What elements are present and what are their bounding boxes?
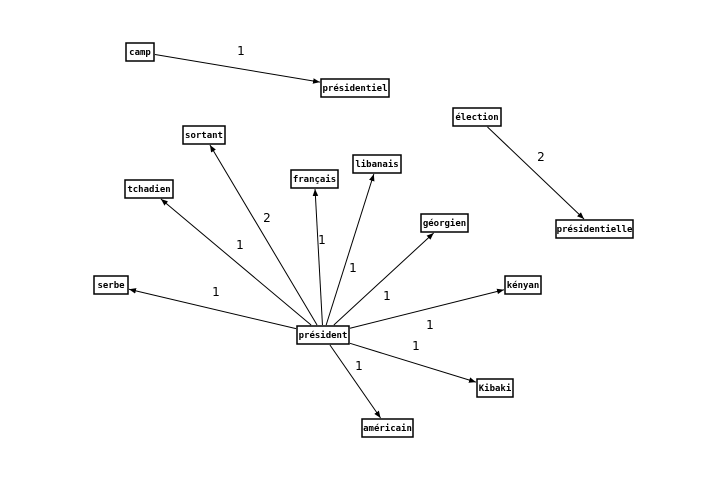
edge-president-kibaki: 1: [349, 339, 477, 383]
edge-weight-label: 1: [412, 339, 420, 353]
node-kenyan: kényan: [504, 275, 542, 295]
edge-line: [349, 288, 505, 329]
node-president: président: [296, 325, 350, 345]
edge-line: [329, 344, 381, 419]
edge-weight-label: 1: [426, 318, 434, 332]
edge-president-libanais: 1: [325, 173, 375, 326]
node-box: [93, 275, 129, 295]
edge-line: [312, 188, 323, 326]
edge-weight-label: 1: [318, 233, 326, 247]
node-label: président: [299, 330, 348, 341]
node-box: [352, 154, 402, 174]
node-election: élection: [452, 107, 502, 127]
edge-line: [349, 342, 477, 383]
node-label: kényan: [507, 280, 540, 291]
node-box: [420, 213, 469, 233]
node-presidentiel: présidentiel: [320, 78, 390, 98]
edge-weight-label: 1: [383, 289, 391, 303]
node-label: géorgien: [423, 218, 466, 229]
edge-election-presidentielle: 2: [487, 126, 585, 220]
node-tchadien: tchadien: [124, 179, 174, 199]
edge-president-francais: 1: [312, 188, 326, 326]
node-label: Kibaki: [479, 383, 512, 394]
edge-weight-label: 1: [349, 261, 357, 275]
node-label: français: [293, 174, 336, 185]
node-label: tchadien: [127, 184, 170, 195]
edge-weight-label: 2: [537, 150, 545, 164]
edge-line: [487, 126, 585, 220]
edge-weight-label: 1: [212, 285, 220, 299]
edge-president-americain: 1: [329, 344, 381, 419]
edge-weight-label: 1: [237, 44, 245, 58]
node-box: [504, 275, 542, 295]
node-francais: français: [290, 169, 339, 189]
node-box: [555, 219, 634, 239]
node-kibaki: Kibaki: [476, 378, 514, 398]
edge-weight-label: 2: [263, 211, 271, 225]
node-box: [125, 42, 155, 62]
edge-line: [154, 54, 321, 84]
edge-president-tchadien: 1: [160, 198, 312, 326]
node-box: [320, 78, 390, 98]
node-presidentielle: présidentielle: [555, 219, 634, 239]
node-box: [361, 418, 414, 438]
node-label: camp: [129, 48, 151, 58]
edge-president-kenyan: 1: [349, 288, 505, 332]
node-box: [182, 125, 226, 145]
nodes-layer: camp présidentiel élection présidentielle so…: [93, 42, 634, 438]
edge-line: [160, 198, 312, 326]
node-label: libanais: [355, 159, 398, 170]
edge-weight-label: 1: [236, 238, 244, 252]
node-label: serbe: [97, 281, 125, 291]
node-label: sortant: [185, 131, 223, 141]
edge-weight-label: 1: [355, 359, 363, 373]
node-box: [476, 378, 514, 398]
node-box: [452, 107, 502, 127]
node-box: [290, 169, 339, 189]
node-box: [296, 325, 350, 345]
edge-line: [333, 232, 434, 326]
edge-line: [128, 288, 297, 330]
node-sortant: sortant: [182, 125, 226, 145]
edge-president-sortant: 2: [209, 144, 318, 326]
node-label: élection: [455, 112, 498, 123]
node-box: [124, 179, 174, 199]
node-label: américain: [363, 423, 412, 434]
node-libanais: libanais: [352, 154, 402, 174]
edge-president-serbe: 1: [128, 285, 297, 330]
node-camp: camp: [125, 42, 155, 62]
edge-line: [209, 144, 318, 326]
edge-line: [325, 173, 375, 326]
node-georgien: géorgien: [420, 213, 469, 233]
node-americain: américain: [361, 418, 414, 438]
node-label: présidentiel: [322, 83, 387, 94]
node-serbe: serbe: [93, 275, 129, 295]
edge-president-georgien: 1: [333, 232, 434, 326]
node-label: présidentielle: [557, 224, 633, 235]
edge-camp-presidentiel: 1: [154, 44, 321, 84]
